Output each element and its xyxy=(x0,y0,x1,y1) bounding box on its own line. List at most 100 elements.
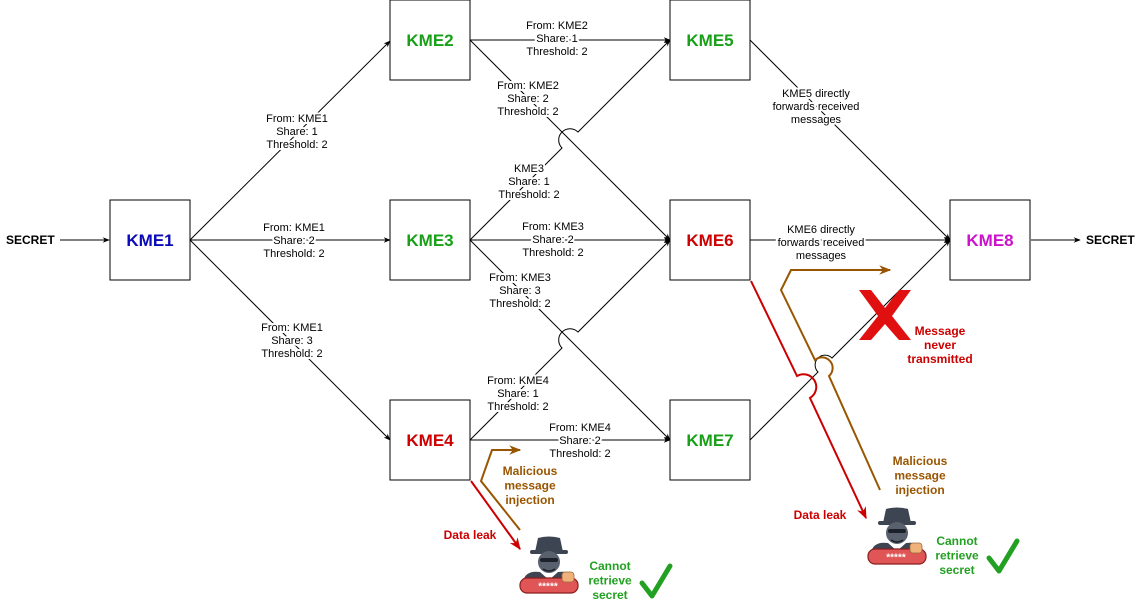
edge-label-kme5-kme8-line: KME5 directly xyxy=(782,88,850,100)
edge-label-kme3-kme6-line: From: KME3 xyxy=(522,221,584,233)
never-transmitted-label-line: transmitted xyxy=(907,352,972,366)
connectors xyxy=(60,37,1081,443)
cannot-retrieve-label-left-line: secret xyxy=(592,588,627,602)
cannot-retrieve-label-right-line: retrieve xyxy=(935,549,979,563)
never-transmitted-label-line: never xyxy=(924,338,956,352)
data-leak-path-right xyxy=(750,280,867,520)
kme8-box xyxy=(949,199,1031,281)
x-mark-icon xyxy=(859,290,911,340)
data-leak-path-left xyxy=(470,480,521,550)
hacker-icon: ***** xyxy=(519,536,579,594)
kme6-label: KME6 xyxy=(686,231,733,250)
edge-label-kme1-kme2-line: Share: 1 xyxy=(276,126,318,138)
attack-paths xyxy=(470,265,892,550)
kme7-node: KME7 xyxy=(669,399,751,481)
secret-input-label: SECRET xyxy=(6,233,55,247)
kme7-box xyxy=(669,399,751,481)
edge-label-kme3-kme7-line: Threshold: 2 xyxy=(489,298,550,310)
edge-label-kme4-kme6-line: Share: 1 xyxy=(497,388,539,400)
edge-label-kme5-kme8-line: forwards received xyxy=(773,101,860,113)
edge-kme5-kme8 xyxy=(749,39,951,241)
kme6-node: KME6 xyxy=(669,199,751,281)
edge-kme3-kme7 xyxy=(469,239,671,441)
kme4-box xyxy=(389,399,471,481)
kme2-box xyxy=(389,0,471,81)
injection-label-left-line: message xyxy=(504,479,556,493)
edge-label-kme4-kme6-line: From: KME4 xyxy=(487,375,549,387)
edge-label-kme6-kme8-line: KME6 directly xyxy=(787,224,855,236)
cannot-retrieve-label-right-line: Cannot xyxy=(936,534,977,548)
kme3-box xyxy=(389,199,471,281)
hacker-pad-text: ***** xyxy=(538,582,558,593)
edge-label-kme1-kme4-line: From: KME1 xyxy=(261,322,323,334)
edge-kme2-kme6 xyxy=(469,39,671,241)
edge-label-kme2-kme6-line: Threshold: 2 xyxy=(497,106,558,118)
kme4-node: KME4 xyxy=(389,399,471,481)
injection-path-left xyxy=(479,445,522,531)
edge-label-kme5-kme8-line: messages xyxy=(791,114,842,126)
kme6-box xyxy=(669,199,751,281)
edge-label-kme3-kme7-line: From: KME3 xyxy=(489,272,551,284)
secret-output-label: SECRET xyxy=(1086,233,1135,247)
injection-label-left-line: Malicious xyxy=(503,464,558,478)
annotations: MaliciousmessageinjectionMaliciousmessag… xyxy=(444,324,979,602)
edge-label-kme4-kme6-line: Threshold: 2 xyxy=(487,401,548,413)
edge-label-kme2-kme6-line: Share: 2 xyxy=(507,93,549,105)
edge-label-kme6-kme8-line: messages xyxy=(796,250,847,262)
edge-kme1-kme2 xyxy=(189,40,391,241)
cannot-retrieve-label-right-line: secret xyxy=(939,563,974,577)
edge-label-kme1-kme4-line: Share: 3 xyxy=(271,335,313,347)
data-leak-label-right: Data leak xyxy=(794,508,847,522)
edge-label-kme4-kme7-line: From: KME4 xyxy=(549,422,611,434)
edge-kme4-kme6 xyxy=(469,239,671,441)
kme2-label: KME2 xyxy=(406,31,453,50)
edge-kme1-kme4 xyxy=(189,239,391,441)
injection-label-right-line: injection xyxy=(895,483,944,497)
kme3-node: KME3 xyxy=(389,199,471,281)
edge-label-kme4-kme7-line: Threshold: 2 xyxy=(549,448,610,460)
kme5-box xyxy=(669,0,751,81)
kme3-label: KME3 xyxy=(406,231,453,250)
data-leak-label-left: Data leak xyxy=(444,528,497,542)
edge-label-kme3-kme6-line: Threshold: 2 xyxy=(522,247,583,259)
edge-label-kme2-kme5-line: From: KME2 xyxy=(526,20,588,32)
edge-label-kme1-kme2-line: Threshold: 2 xyxy=(266,139,327,151)
edge-label-kme1-kme3-line: From: KME1 xyxy=(263,222,325,234)
injection-path-right xyxy=(779,265,892,491)
edge-label-kme1-kme3-line: Share: 2 xyxy=(273,235,315,247)
edge-label-kme1-kme2-line: From: KME1 xyxy=(266,113,328,125)
edge-label-kme3-kme7-line: Share: 3 xyxy=(499,285,541,297)
injection-label-right-line: Malicious xyxy=(893,454,948,468)
cannot-retrieve-label-left-line: retrieve xyxy=(588,574,632,588)
injection-label-right-line: message xyxy=(894,469,946,483)
kme2-node: KME2 xyxy=(389,0,471,81)
edge-label-kme1-kme3-line: Threshold: 2 xyxy=(263,248,324,260)
edge-label-kme2-kme5-line: Threshold: 2 xyxy=(526,46,587,58)
edge-label-kme3-kme5-line: KME3 xyxy=(514,163,544,175)
edge-kme3-kme5 xyxy=(469,39,671,241)
kme1-box xyxy=(109,199,191,281)
kme7-label: KME7 xyxy=(686,431,733,450)
kme4-label: KME4 xyxy=(406,431,454,450)
check-mark-icon xyxy=(986,538,1020,574)
edge-label-kme1-kme4-line: Threshold: 2 xyxy=(261,348,322,360)
edge-label-kme6-kme8-line: forwards received xyxy=(778,237,865,249)
edge-label-kme2-kme5-line: Share: 1 xyxy=(536,33,578,45)
kme8-node: KME8 xyxy=(949,199,1031,281)
kme1-node: KME1 xyxy=(109,199,191,281)
